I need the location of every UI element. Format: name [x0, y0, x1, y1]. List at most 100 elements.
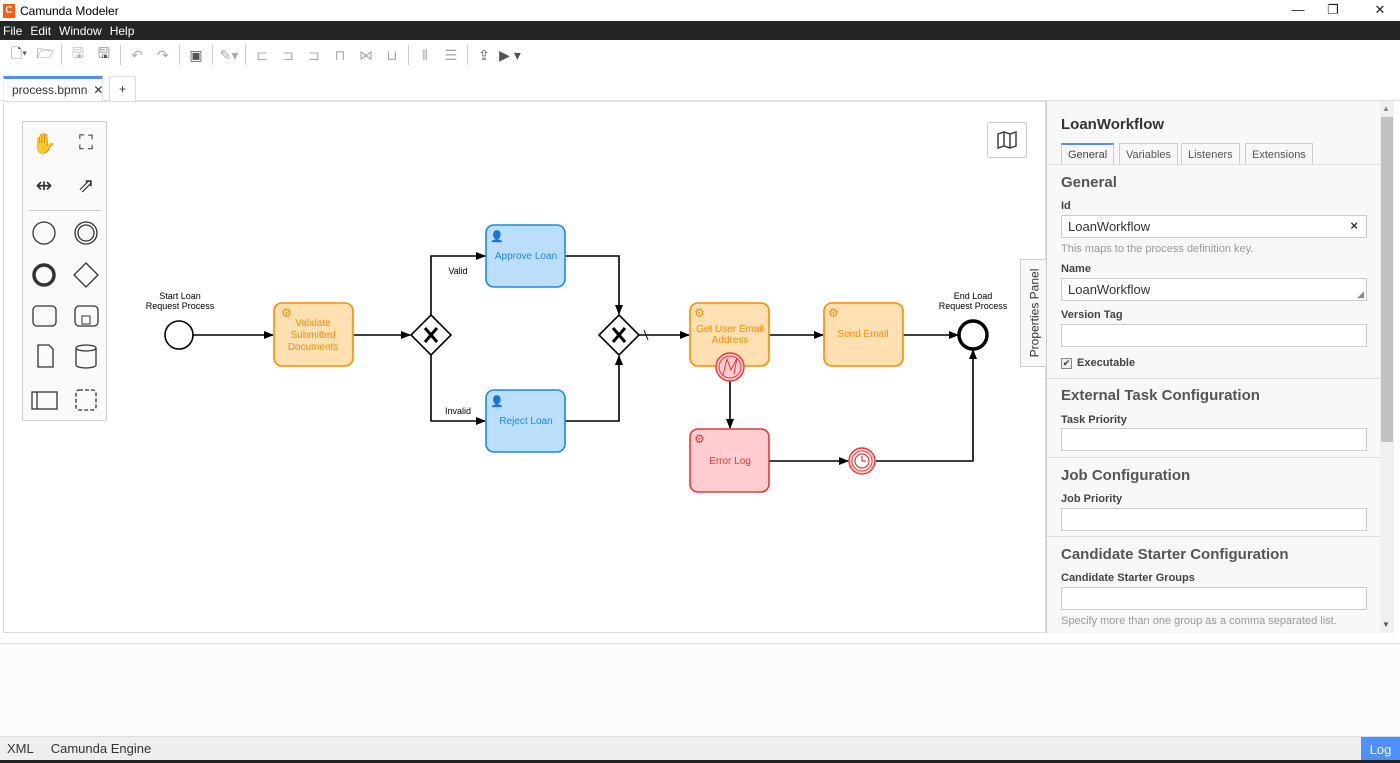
exclusive-gateway-join[interactable] — [597, 313, 641, 357]
sequence-flows — [193, 252, 977, 465]
scroll-down-icon[interactable]: ▼ — [1382, 620, 1390, 629]
tab-general[interactable]: General — [1061, 143, 1115, 165]
align-right-icon[interactable]: ⊐ — [308, 46, 320, 63]
scrollbar-thumb[interactable] — [1381, 117, 1393, 442]
flow-timer-end — [876, 349, 977, 462]
menu-help[interactable]: Help — [109, 23, 135, 38]
boundary-error-event[interactable] — [715, 352, 745, 382]
section-job-configuration: Job Configuration — [1061, 467, 1191, 484]
intermediate-event-icon — [74, 221, 98, 245]
tab-listeners[interactable]: Listeners — [1181, 143, 1240, 165]
process-title: LoanWorkflow — [1061, 116, 1165, 133]
space-tool-icon[interactable]: ⇹ — [35, 174, 53, 197]
menu-window[interactable]: Window — [59, 23, 102, 38]
start-instance-icon[interactable]: ▶ ▾ — [499, 46, 521, 63]
toolbar: 🗋▾ 🗁 🖫 🖫 ↶ ↷ ▣ ✎▾ ⊏ ⊐ ⊐ ⊓ ⋈ ⊔ ⫴ ☰ ⇪ ▶ ▾ — [0, 40, 1400, 70]
align-left-icon[interactable]: ⊏ — [256, 46, 268, 63]
task-label: Reject Loan — [499, 416, 552, 427]
task-icon — [32, 305, 57, 327]
end-event[interactable] — [957, 319, 989, 351]
close-window-button[interactable]: ✕ — [1374, 2, 1386, 17]
restore-button[interactable]: ❐ — [1327, 2, 1339, 17]
distribute-vertical-icon[interactable]: ☰ — [444, 46, 458, 63]
task-validate-documents[interactable]: ⚙ Validate Submitted Documents — [273, 302, 354, 367]
task-reject-loan[interactable]: 👤 Reject Loan — [485, 389, 566, 453]
engine-tab[interactable]: Camunda Engine — [50, 741, 152, 756]
tab-variables[interactable]: Variables — [1119, 143, 1179, 165]
align-bottom-icon[interactable]: ⊔ — [386, 46, 398, 63]
save-icon[interactable]: 🖫 — [72, 45, 84, 61]
hand-tool-icon[interactable]: ✋ — [31, 132, 57, 155]
resize-handle-icon[interactable]: ◢ — [1357, 289, 1364, 299]
align-top-icon[interactable]: ⊓ — [334, 46, 346, 63]
new-file-icon[interactable]: 🗋▾ — [10, 45, 28, 61]
clear-id-icon[interactable]: × — [1350, 218, 1358, 233]
distribute-horizontal-icon[interactable]: ⫴ — [422, 46, 428, 63]
log-button[interactable]: Log — [1361, 737, 1400, 761]
start-event[interactable] — [164, 320, 194, 350]
task-send-email[interactable]: ⚙ Send Email — [823, 302, 904, 367]
job-priority-label: Job Priority — [1061, 493, 1123, 505]
bpmn-canvas[interactable] — [3, 101, 1046, 633]
connect-tool-icon[interactable]: ⇗ — [77, 174, 95, 197]
menu-file[interactable]: File — [3, 23, 23, 38]
camunda-logo-icon: C — [3, 3, 15, 18]
candidate-groups-input[interactable] — [1061, 587, 1367, 610]
palette-shapes — [31, 221, 99, 411]
version-tag-input[interactable] — [1061, 324, 1367, 347]
tab-extensions[interactable]: Extensions — [1245, 143, 1313, 165]
close-tab-icon[interactable]: ✕ — [93, 83, 104, 97]
exclusive-gateway-split[interactable] — [409, 313, 453, 357]
redo-icon[interactable]: ↷ — [157, 46, 169, 63]
minimize-button[interactable]: — — [1291, 2, 1305, 17]
start-event-label: Request Process — [146, 301, 215, 311]
minimap-toggle-button[interactable] — [987, 122, 1027, 158]
task-label: Documents — [288, 342, 339, 353]
group-icon — [75, 389, 97, 411]
task-priority-label: Task Priority — [1061, 414, 1127, 426]
timer-event[interactable] — [848, 447, 876, 475]
app-title: Camunda Modeler — [20, 3, 119, 18]
task-priority-input[interactable] — [1061, 428, 1367, 451]
undo-icon[interactable]: ↶ — [131, 46, 143, 63]
log-panel — [0, 643, 1400, 736]
xml-tab[interactable]: XML — [7, 741, 34, 756]
start-event-icon — [32, 221, 56, 245]
task-label: Send Email — [837, 329, 888, 340]
lasso-tool-icon[interactable]: ⛶ — [79, 131, 93, 154]
task-approve-loan[interactable]: 👤 Approve Loan — [485, 224, 566, 288]
align-middle-icon[interactable]: ⋈ — [359, 46, 373, 63]
open-folder-icon[interactable]: 🗁 — [36, 45, 54, 61]
bpmn-diagram[interactable]: Valid Invalid Start Loan Request Process… — [0, 0, 1046, 633]
job-priority-input[interactable] — [1061, 508, 1367, 531]
tool-palette: ✋ ⛶ ⇹ ⇗ — [22, 121, 107, 421]
task-error-log[interactable]: ⚙ Error Log — [689, 428, 770, 493]
label-valid: Valid — [448, 266, 467, 276]
id-value: LoanWorkflow — [1068, 219, 1151, 234]
flow-approve-join — [565, 255, 623, 315]
label-invalid: Invalid — [445, 406, 471, 416]
status-bar: XML Camunda Engine Log — [0, 736, 1400, 761]
gear-icon: ⚙ — [694, 306, 705, 320]
name-input[interactable]: LoanWorkflow◢ — [1061, 278, 1367, 301]
deploy-icon[interactable]: ⇪ — [478, 46, 490, 63]
scroll-up-icon[interactable]: ▲ — [1382, 104, 1390, 113]
data-object-icon — [37, 344, 54, 368]
save-as-icon[interactable]: 🖫 — [98, 45, 110, 61]
color-brush-icon[interactable]: ✎▾ — [219, 46, 239, 63]
start-event-label: Start Loan — [159, 291, 201, 301]
menu-edit[interactable]: Edit — [30, 23, 52, 38]
properties-panel-toggle[interactable]: Properties Panel — [1020, 259, 1047, 367]
executable-checkbox[interactable]: ✔ — [1061, 357, 1072, 369]
tab-process-bpmn[interactable]: process.bpmn ✕ — [3, 76, 103, 101]
candidate-groups-label: Candidate Starter Groups — [1061, 572, 1195, 584]
align-center-icon[interactable]: ⊐ — [282, 46, 294, 63]
task-label: Approve Loan — [495, 251, 557, 262]
export-image-icon[interactable]: ▣ — [189, 46, 203, 63]
candidate-groups-hint: Specify more than one group as a comma s… — [1061, 615, 1337, 627]
id-input[interactable]: LoanWorkflow × — [1061, 215, 1367, 238]
taskbar-edge — [0, 760, 1400, 763]
gear-icon: ⚙ — [281, 306, 292, 320]
add-tab-button[interactable]: + — [109, 76, 136, 101]
task-label: Get User Email — [696, 324, 764, 335]
